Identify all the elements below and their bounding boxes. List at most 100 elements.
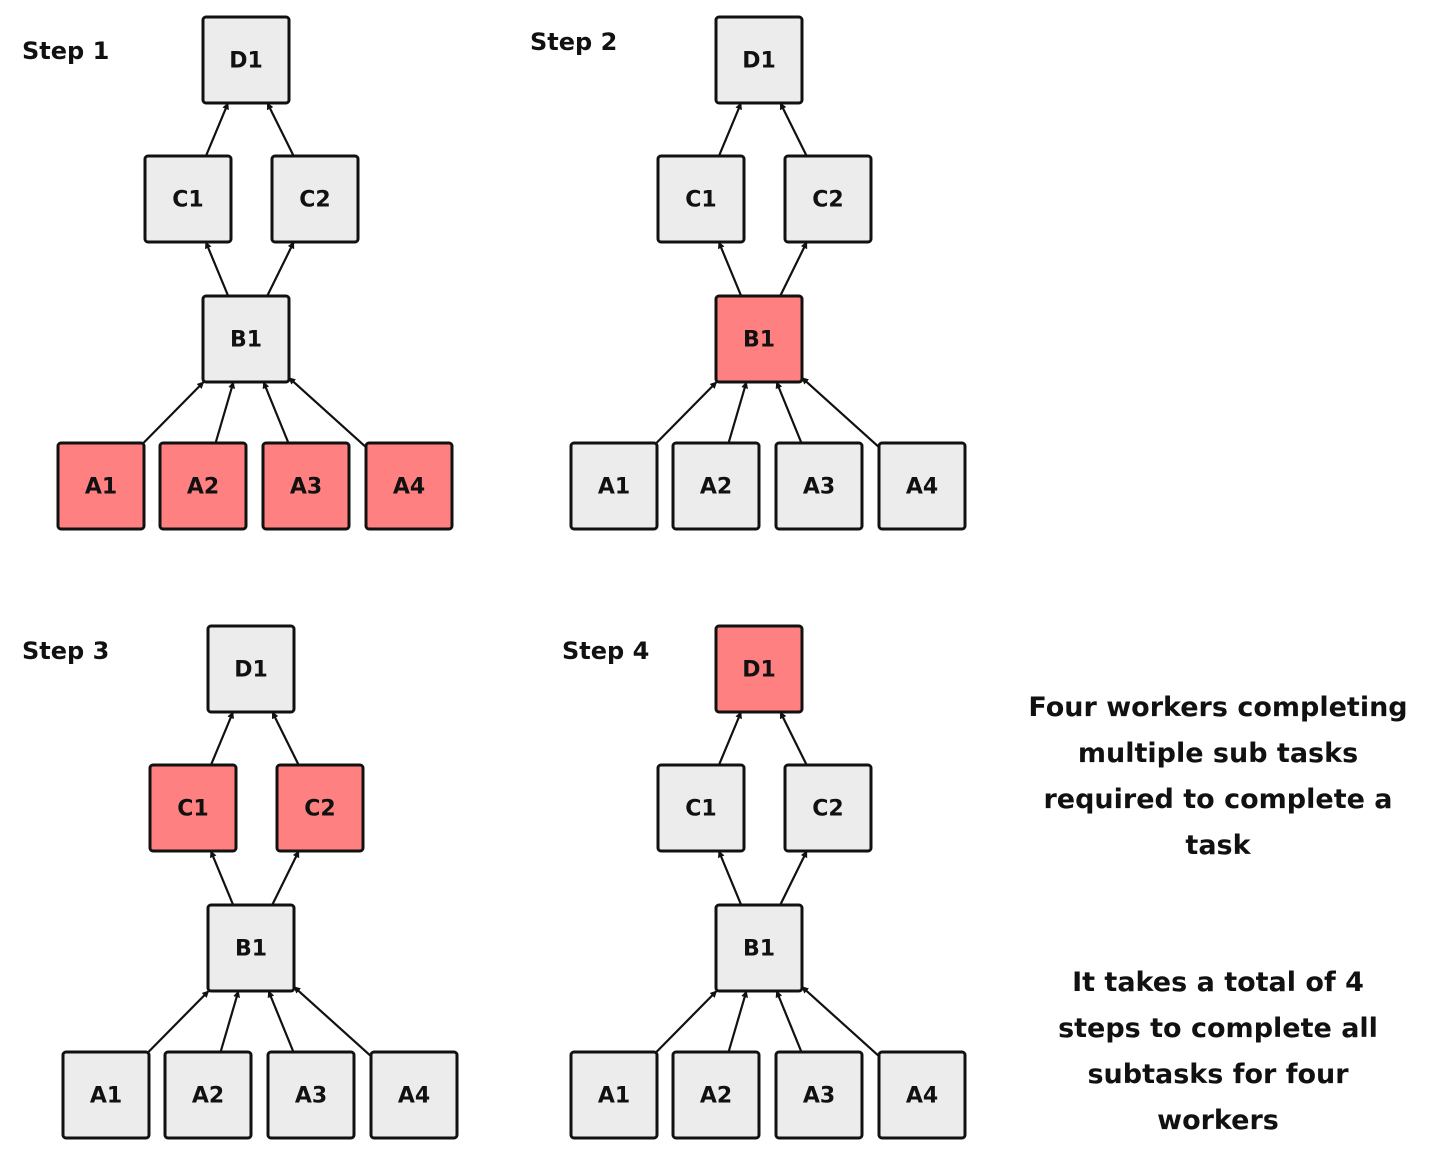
edge-a4-to-b1 (801, 376, 880, 449)
node-label: A4 (906, 1084, 938, 1109)
node-b1: B1 (201, 294, 291, 384)
node-c1: C1 (656, 763, 746, 853)
node-box (143, 154, 233, 244)
node-label: A4 (398, 1084, 430, 1109)
node-a2: A2 (671, 1050, 761, 1140)
node-box (671, 1050, 761, 1140)
edge-a3-to-b1 (775, 381, 803, 444)
edge-b1-to-c1 (717, 241, 743, 297)
node-label: C2 (299, 188, 330, 213)
description-note: Four workers completing multiple sub tas… (1028, 692, 1408, 861)
node-a3: A3 (774, 441, 864, 531)
node-b1: B1 (714, 294, 804, 384)
node-d1: D1 (206, 624, 296, 714)
edge-a1-to-b1 (142, 381, 205, 444)
node-a1: A1 (56, 441, 146, 531)
edge-a4-to-b1 (293, 985, 372, 1058)
node-c2: C2 (270, 154, 360, 244)
node-c1: C1 (143, 154, 233, 244)
node-a4: A4 (369, 1050, 459, 1140)
node-box (270, 154, 360, 244)
node-box (206, 903, 296, 993)
node-a2: A2 (163, 1050, 253, 1140)
step-label: Step 1 (22, 37, 109, 65)
edge-a3-to-b1 (267, 990, 295, 1053)
edge-a1-to-b1 (655, 381, 718, 444)
edge-b1-to-c1 (209, 850, 235, 906)
node-label: C1 (685, 188, 716, 213)
edge-a2-to-b1 (727, 990, 749, 1053)
node-label: C2 (304, 797, 335, 822)
node-c1: C1 (656, 154, 746, 244)
node-label: A4 (393, 475, 425, 500)
node-box (275, 763, 365, 853)
node-box (369, 1050, 459, 1140)
node-box (201, 15, 291, 105)
node-label: A1 (598, 475, 630, 500)
node-a4: A4 (877, 441, 967, 531)
node-label: A3 (295, 1084, 327, 1109)
node-box (774, 1050, 864, 1140)
edge-c2-to-d1 (271, 711, 300, 766)
node-box (783, 763, 873, 853)
node-box (163, 1050, 253, 1140)
node-label: A4 (906, 475, 938, 500)
node-label: A1 (90, 1084, 122, 1109)
node-c2: C2 (783, 763, 873, 853)
node-a1: A1 (569, 1050, 659, 1140)
node-box (148, 763, 238, 853)
node-box (877, 1050, 967, 1140)
node-a4: A4 (364, 441, 454, 531)
node-box (714, 294, 804, 384)
node-label: A2 (187, 475, 219, 500)
node-box (774, 441, 864, 531)
node-box (714, 903, 804, 993)
node-box (206, 624, 296, 714)
node-label: D1 (742, 49, 776, 74)
edge-a4-to-b1 (801, 985, 880, 1058)
node-b1: B1 (714, 903, 804, 993)
node-label: C1 (172, 188, 203, 213)
node-d1: D1 (714, 15, 804, 105)
node-box (783, 154, 873, 244)
node-d1: D1 (714, 624, 804, 714)
node-box (61, 1050, 151, 1140)
node-label: C2 (812, 188, 843, 213)
edge-c1-to-d1 (717, 711, 743, 766)
node-box (714, 15, 804, 105)
node-label: A2 (700, 475, 732, 500)
node-label: B1 (230, 328, 262, 353)
node-box (671, 441, 761, 531)
edge-b1-to-c2 (779, 850, 808, 906)
edge-a2-to-b1 (219, 990, 241, 1053)
node-label: A3 (803, 1084, 835, 1109)
node-box (656, 763, 746, 853)
edge-a3-to-b1 (262, 381, 290, 444)
node-box (56, 441, 146, 531)
edge-a1-to-b1 (655, 990, 718, 1053)
node-box (656, 154, 746, 244)
edge-c2-to-d1 (779, 102, 808, 157)
step-label: Step 2 (530, 28, 617, 56)
node-a3: A3 (261, 441, 351, 531)
edge-b1-to-c1 (204, 241, 230, 297)
node-c2: C2 (275, 763, 365, 853)
node-box (714, 624, 804, 714)
node-a1: A1 (61, 1050, 151, 1140)
node-box (201, 294, 291, 384)
node-box (266, 1050, 356, 1140)
edge-a2-to-b1 (214, 381, 236, 444)
edge-b1-to-c2 (779, 241, 808, 297)
edge-c1-to-d1 (209, 711, 235, 766)
node-label: B1 (743, 937, 775, 962)
node-label: A2 (192, 1084, 224, 1109)
node-a2: A2 (671, 441, 761, 531)
summary-note: It takes a total of 4 steps to complete … (1058, 967, 1378, 1136)
node-a3: A3 (774, 1050, 864, 1140)
node-c1: C1 (148, 763, 238, 853)
